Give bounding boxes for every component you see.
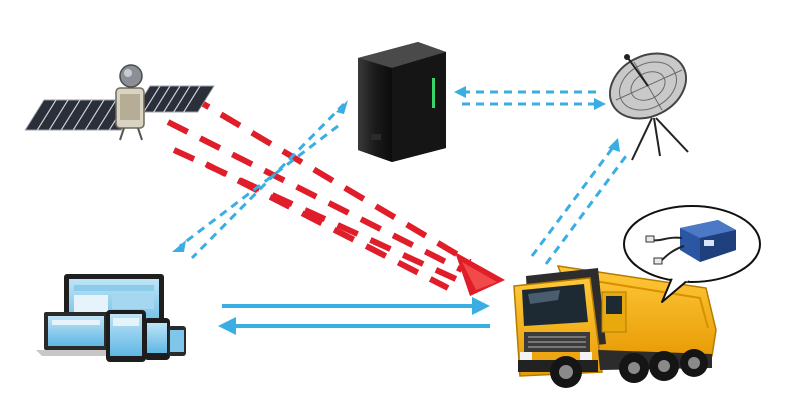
truck-wheels <box>550 349 708 388</box>
link-server-dish-arrows <box>454 86 606 110</box>
link-truck-dish <box>530 145 628 265</box>
link-devices-truck-arrows <box>218 297 490 335</box>
laptop <box>36 312 116 356</box>
satellite-panel-left <box>24 99 141 131</box>
link-satellite-truck <box>166 93 472 291</box>
link-server-devices <box>179 102 346 260</box>
gps-tracker-device-icon <box>645 220 736 265</box>
gps-tracker-callout <box>623 205 761 303</box>
dump-truck-icon <box>513 265 717 388</box>
satellite-panel-right <box>132 85 215 113</box>
link-server-dish <box>462 90 598 106</box>
link-satellite-truck-arrow <box>455 252 505 296</box>
link-server-devices-arrows <box>172 100 348 252</box>
server-tower-icon <box>358 42 446 162</box>
satellite-icon <box>24 64 215 141</box>
computer-devices-icon <box>36 274 186 362</box>
links-layer <box>166 86 628 335</box>
link-truck-dish-arrows <box>608 138 620 152</box>
satellite-dish-icon <box>608 52 689 161</box>
link-devices-truck <box>222 304 490 328</box>
smartphone <box>144 318 186 360</box>
tablet <box>106 310 146 362</box>
